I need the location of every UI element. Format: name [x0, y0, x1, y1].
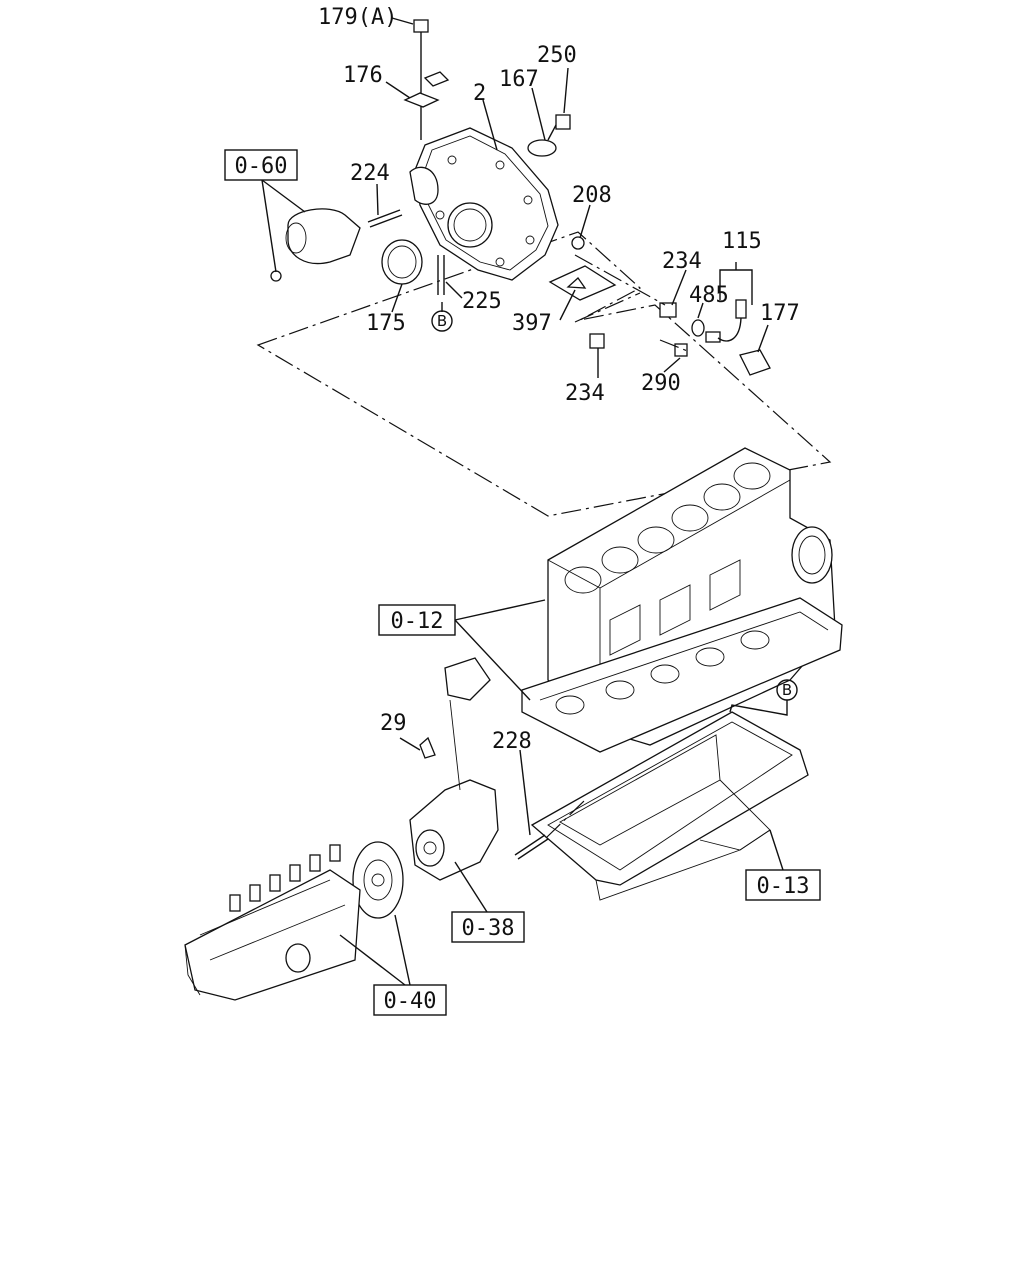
cylinder-bores: [564, 462, 771, 594]
label-2[interactable]: 2: [473, 81, 486, 106]
label-29[interactable]: 29: [380, 711, 407, 736]
air-compressor-drawing: [409, 657, 499, 881]
label-250[interactable]: 250: [537, 43, 577, 68]
label-234-upper[interactable]: 234: [662, 249, 702, 274]
label-225[interactable]: 225: [462, 289, 502, 314]
ref-box-0-40[interactable]: 0-40: [373, 984, 447, 1016]
svg-text:0-38: 0-38: [462, 916, 515, 941]
circled-marker-b-upper[interactable]: B: [431, 310, 453, 332]
ref-box-0-38[interactable]: 0-38: [451, 911, 525, 943]
label-176[interactable]: 176: [343, 63, 383, 88]
oil-pan-drawing: [530, 711, 809, 901]
label-177[interactable]: 177: [760, 301, 800, 326]
part-number-labels: 179(A) 176 2 167 250 224 208 115 234 485…: [318, 5, 800, 754]
drive-coupling-drawing: [352, 841, 404, 919]
svg-text:0-40: 0-40: [384, 989, 437, 1014]
svg-text:B: B: [782, 681, 792, 699]
injection-pump-outlets: [229, 844, 341, 912]
label-485[interactable]: 485: [689, 283, 729, 308]
label-175[interactable]: 175: [366, 311, 406, 336]
svg-text:B: B: [437, 312, 447, 330]
label-234-lower[interactable]: 234: [565, 381, 605, 406]
svg-text:0-12: 0-12: [391, 609, 444, 634]
svg-text:0-60: 0-60: [235, 154, 288, 179]
assembly-outline-dashdot: [256, 231, 832, 517]
cylinder-block-drawing: [521, 447, 843, 753]
injection-pump-drawing: [184, 844, 361, 1001]
label-224[interactable]: 224: [350, 161, 390, 186]
main-bearing-cutouts: [555, 630, 770, 715]
dash-lead-290: [659, 339, 691, 353]
label-208[interactable]: 208: [572, 183, 612, 208]
label-290[interactable]: 290: [641, 371, 681, 396]
circled-marker-b-lower[interactable]: B: [776, 679, 798, 701]
svg-text:0-13: 0-13: [757, 874, 810, 899]
label-397[interactable]: 397: [512, 311, 552, 336]
dash-lead-228: [545, 799, 586, 839]
ref-box-0-60[interactable]: 0-60: [224, 149, 298, 181]
dash-lead-234a: [574, 254, 666, 306]
flywheel-housing-drawing: [409, 127, 559, 281]
leader-lines: [261, 17, 788, 986]
ref-box-0-13[interactable]: 0-13: [745, 869, 821, 901]
label-167[interactable]: 167: [499, 67, 539, 92]
stud-228-drawing: [514, 834, 546, 856]
label-115[interactable]: 115: [722, 229, 762, 254]
dash-lead-234b: [574, 292, 641, 323]
label-179a[interactable]: 179(A): [318, 5, 397, 30]
label-228[interactable]: 228: [492, 729, 532, 754]
ref-box-0-12[interactable]: 0-12: [378, 604, 456, 636]
